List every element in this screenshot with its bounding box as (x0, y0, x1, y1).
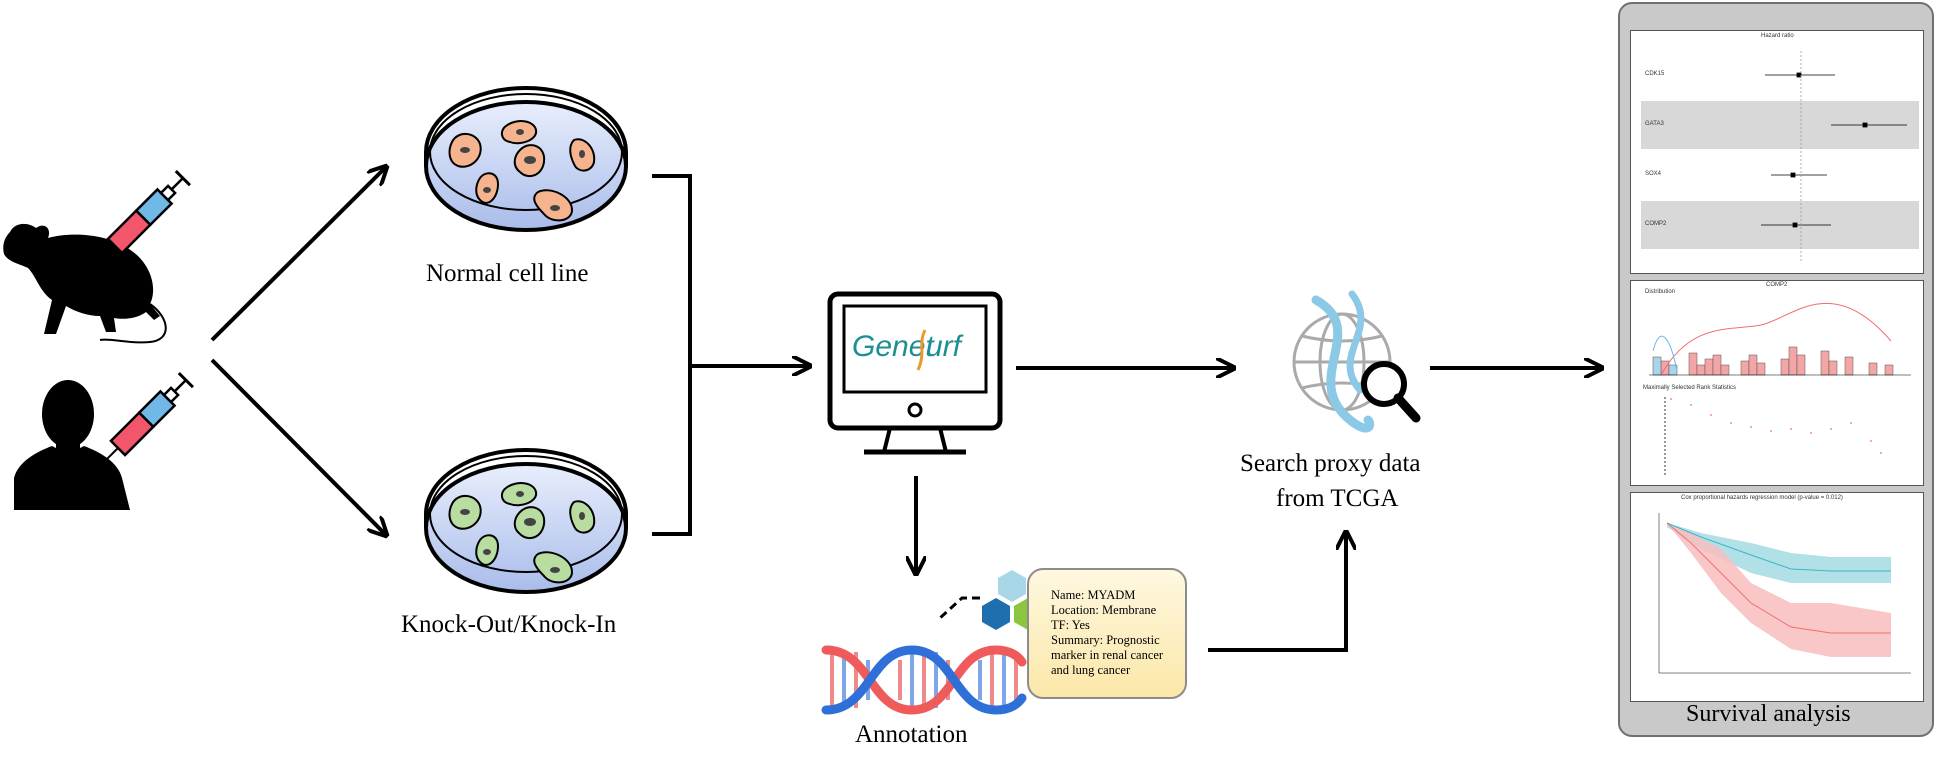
msr-title: Maximally Selected Rank Statistics (1643, 385, 1737, 391)
search-label-line1: Search proxy data (1240, 450, 1421, 477)
distribution-plot: COMP2 Distribution (1630, 280, 1924, 486)
km-title: Cox proportional hazards regression mode… (1681, 495, 1843, 501)
genetsurf-logo: Genet urf (852, 329, 964, 371)
results-panel: Hazard ratio CDK15 GATA3 SOX4 COMP2 COMP… (1618, 2, 1934, 737)
forest-plot-title: Hazard ratio (1761, 33, 1794, 39)
annotation-label: Annotation (855, 721, 968, 748)
dna-helix-icon (821, 645, 1027, 715)
km-plot: Cox proportional hazards regression mode… (1630, 492, 1924, 702)
distribution-title: Distribution (1645, 289, 1676, 295)
annotation-location: Location: Membrane (1051, 603, 1157, 617)
arrow-annotation-to-search (1208, 534, 1346, 652)
annotation-card: Name: MYADM Location: Membrane TF: Yes S… (1027, 568, 1187, 699)
knockout-label: Knock-Out/Knock-In (401, 611, 617, 638)
survival-analysis-label: Survival analysis (1686, 701, 1851, 727)
distribution-header: COMP2 (1766, 282, 1788, 288)
petri-dish-knockout (424, 448, 628, 594)
arrow-to-knockout (210, 358, 385, 534)
globe-search-icon (1292, 290, 1421, 433)
search-label-line2: from TCGA (1276, 485, 1399, 512)
forest-plot: Hazard ratio CDK15 GATA3 SOX4 COMP2 (1630, 30, 1924, 274)
annotation-summary: Summary: Prognostic marker in renal canc… (1051, 633, 1164, 677)
syringe-icon (104, 371, 195, 462)
normal-cell-line-label: Normal cell line (426, 260, 589, 287)
forest-row-label: COMP2 (1645, 221, 1667, 227)
forest-row-label: SOX4 (1645, 171, 1662, 177)
petri-dish-normal (424, 86, 628, 232)
mouse-icon (3, 223, 167, 344)
forest-row-label: GATA3 (1645, 121, 1664, 127)
syringe-icon (101, 169, 192, 260)
forest-row-label: CDK15 (1645, 71, 1665, 77)
computer-icon (827, 291, 1003, 455)
annotation-name: Name: MYADM (1051, 588, 1136, 602)
svg-text:urf: urf (926, 330, 964, 363)
person-icon (14, 380, 130, 510)
bracket-connector (652, 174, 692, 536)
arrow-to-normal (210, 168, 385, 342)
annotation-tf: TF: Yes (1051, 618, 1090, 632)
